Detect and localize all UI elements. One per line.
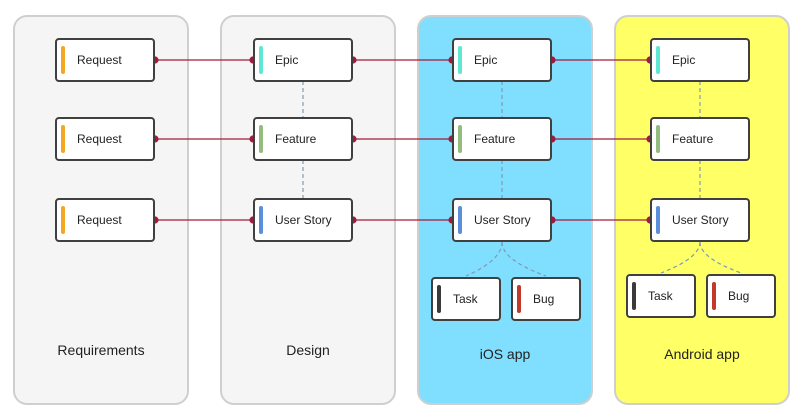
card-color-bar	[259, 46, 263, 74]
card-android-bug[interactable]: Bug	[706, 274, 776, 318]
dashed-android-story-bug	[699, 241, 742, 274]
dashed-ios-story-task	[465, 241, 503, 277]
card-request-3[interactable]: Request	[55, 198, 155, 242]
card-color-bar	[656, 46, 660, 74]
card-ios-task[interactable]: Task	[431, 277, 501, 321]
card-design-user-story[interactable]: User Story	[253, 198, 353, 242]
card-label: Epic	[672, 53, 696, 67]
card-label: Request	[77, 132, 122, 146]
card-android-epic[interactable]: Epic	[650, 38, 750, 82]
card-ios-bug[interactable]: Bug	[511, 277, 581, 321]
card-color-bar	[517, 285, 521, 313]
card-design-feature[interactable]: Feature	[253, 117, 353, 161]
lane-title-ios: iOS app	[479, 346, 531, 362]
card-color-bar	[259, 125, 263, 153]
card-color-bar	[437, 285, 441, 313]
card-request-2[interactable]: Request	[55, 117, 155, 161]
lane-title-android: Android app	[664, 346, 740, 362]
card-color-bar	[656, 125, 660, 153]
card-label: Feature	[672, 132, 714, 146]
card-label: Request	[77, 53, 122, 67]
card-label: Feature	[275, 132, 317, 146]
card-android-task[interactable]: Task	[626, 274, 696, 318]
card-color-bar	[458, 125, 462, 153]
lane-title-requirements: Requirements	[57, 342, 145, 358]
card-color-bar	[61, 46, 65, 74]
card-android-feature[interactable]: Feature	[650, 117, 750, 161]
lane-title-design: Design	[286, 342, 330, 358]
card-label: Epic	[275, 53, 299, 67]
dashed-ios-story-bug	[501, 241, 547, 277]
card-label: Bug	[728, 289, 750, 303]
dashed-hierarchy-lines	[302, 81, 742, 277]
card-label: Bug	[533, 292, 555, 306]
dashed-android-story-task	[660, 241, 701, 274]
card-color-bar	[61, 206, 65, 234]
card-color-bar	[632, 282, 636, 310]
card-ios-user-story[interactable]: User Story	[452, 198, 552, 242]
lane-design: Design	[220, 15, 396, 405]
card-color-bar	[458, 206, 462, 234]
card-color-bar	[61, 125, 65, 153]
card-label: Epic	[474, 53, 498, 67]
card-design-epic[interactable]: Epic	[253, 38, 353, 82]
card-color-bar	[712, 282, 716, 310]
card-color-bar	[458, 46, 462, 74]
card-ios-feature[interactable]: Feature	[452, 117, 552, 161]
card-label: Feature	[474, 132, 516, 146]
card-label: Task	[648, 289, 673, 303]
card-label: Request	[77, 213, 122, 227]
solid-links	[151, 56, 654, 224]
card-ios-epic[interactable]: Epic	[452, 38, 552, 82]
card-label: Task	[453, 292, 478, 306]
card-label: User Story	[275, 213, 332, 227]
card-color-bar	[656, 206, 660, 234]
card-label: User Story	[474, 213, 531, 227]
card-label: User Story	[672, 213, 729, 227]
card-request-1[interactable]: Request	[55, 38, 155, 82]
card-color-bar	[259, 206, 263, 234]
card-android-user-story[interactable]: User Story	[650, 198, 750, 242]
